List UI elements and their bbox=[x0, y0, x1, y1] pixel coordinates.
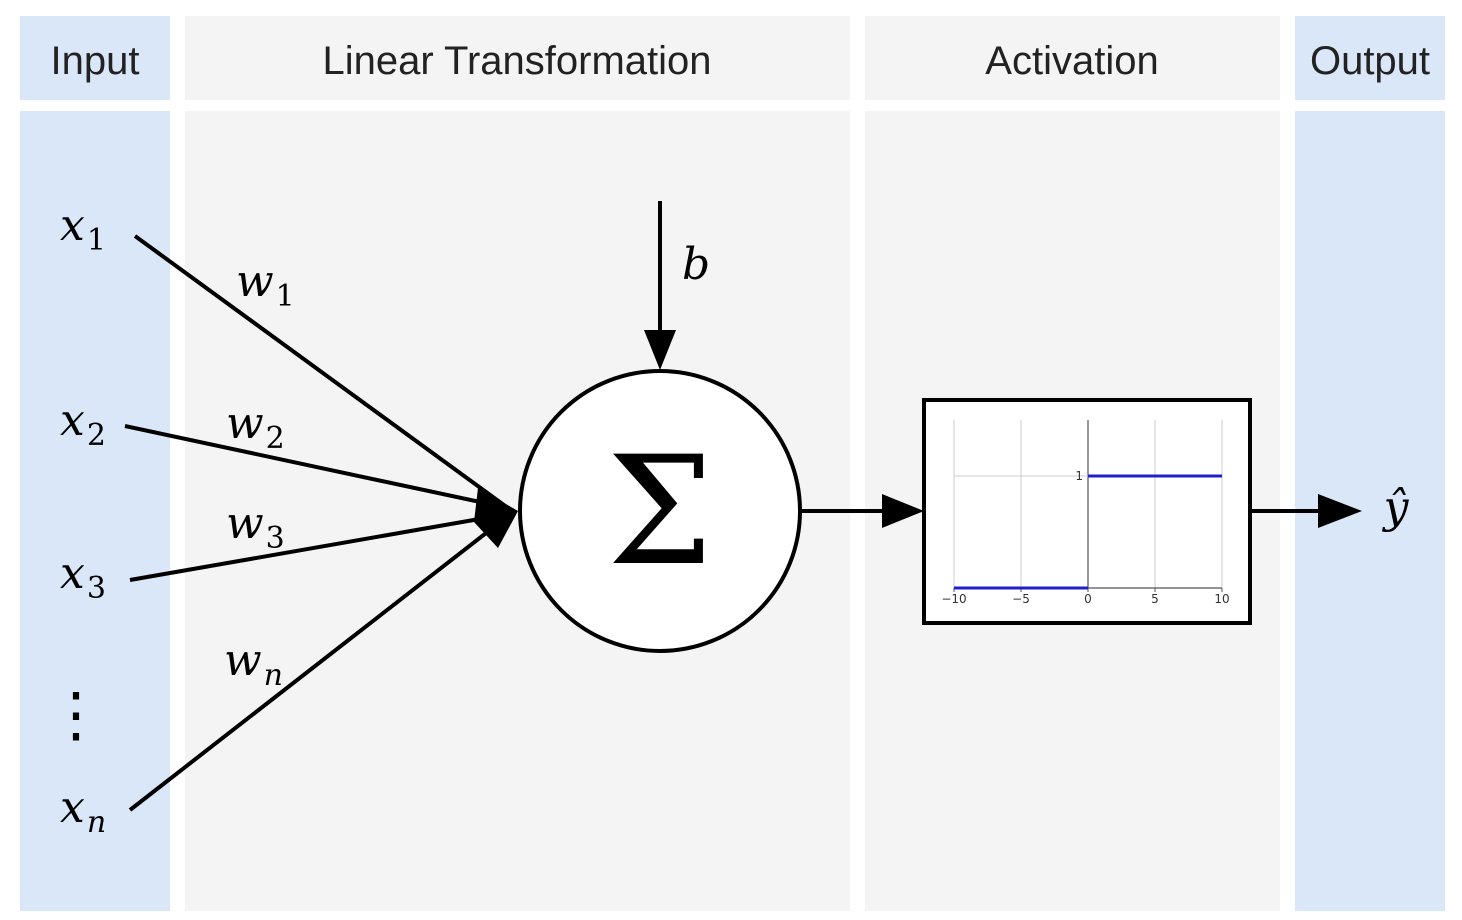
input-line-3 bbox=[129, 512, 509, 582]
activation-to-output-arrow bbox=[1250, 494, 1362, 528]
sum-to-activation-arrow bbox=[800, 494, 924, 528]
linear-column-title: Linear Transformation bbox=[322, 39, 711, 83]
input-label-x3: x3 bbox=[60, 548, 106, 606]
step-function-plot: −10 −5 0 5 10 1 bbox=[941, 420, 1230, 606]
activation-column-title: Activation bbox=[985, 39, 1158, 83]
plot-y-tick-label: 1 bbox=[1075, 469, 1083, 483]
input-labels: x1 x2 x3 xn ⋮ bbox=[46, 200, 106, 840]
plot-x-tick-label-1: −5 bbox=[1012, 592, 1030, 606]
weight-labels: w1 w2 w3 wn bbox=[224, 256, 295, 693]
input-label-xn: xn bbox=[60, 782, 106, 840]
input-ellipsis: ⋮ bbox=[46, 680, 106, 750]
plot-x-tick-label-3: 5 bbox=[1151, 592, 1159, 606]
plot-x-tick-label-2: 0 bbox=[1084, 592, 1092, 606]
input-connections bbox=[124, 234, 518, 812]
weight-label-w3: w3 bbox=[226, 498, 285, 556]
input-arrowheads bbox=[474, 488, 518, 548]
input-header-panel bbox=[20, 16, 170, 100]
input-column-title: Input bbox=[51, 39, 140, 83]
plot-x-tick-label-0: −10 bbox=[941, 592, 966, 606]
activation-function-box: −10 −5 0 5 10 1 bbox=[922, 398, 1252, 625]
weight-label-w2: w2 bbox=[226, 398, 285, 456]
weight-label-w1: w1 bbox=[236, 256, 295, 314]
input-line-2 bbox=[124, 424, 509, 510]
linear-header-panel bbox=[185, 16, 850, 100]
sigma-symbol: Σ bbox=[607, 425, 713, 599]
input-label-x1: x1 bbox=[60, 200, 106, 258]
input-label-x2: x2 bbox=[60, 395, 106, 453]
weight-label-wn: wn bbox=[224, 635, 283, 693]
input-line-1 bbox=[133, 234, 510, 510]
input-line-n bbox=[128, 514, 510, 812]
bias-label: b bbox=[682, 239, 710, 290]
bias-arrow bbox=[644, 201, 676, 370]
plot-x-tick-label-4: 10 bbox=[1214, 592, 1229, 606]
output-column-title: Output bbox=[1310, 39, 1430, 83]
output-header-panel bbox=[1295, 16, 1445, 100]
output-label-yhat: ŷ bbox=[1382, 482, 1410, 533]
activation-header-panel bbox=[865, 16, 1280, 100]
